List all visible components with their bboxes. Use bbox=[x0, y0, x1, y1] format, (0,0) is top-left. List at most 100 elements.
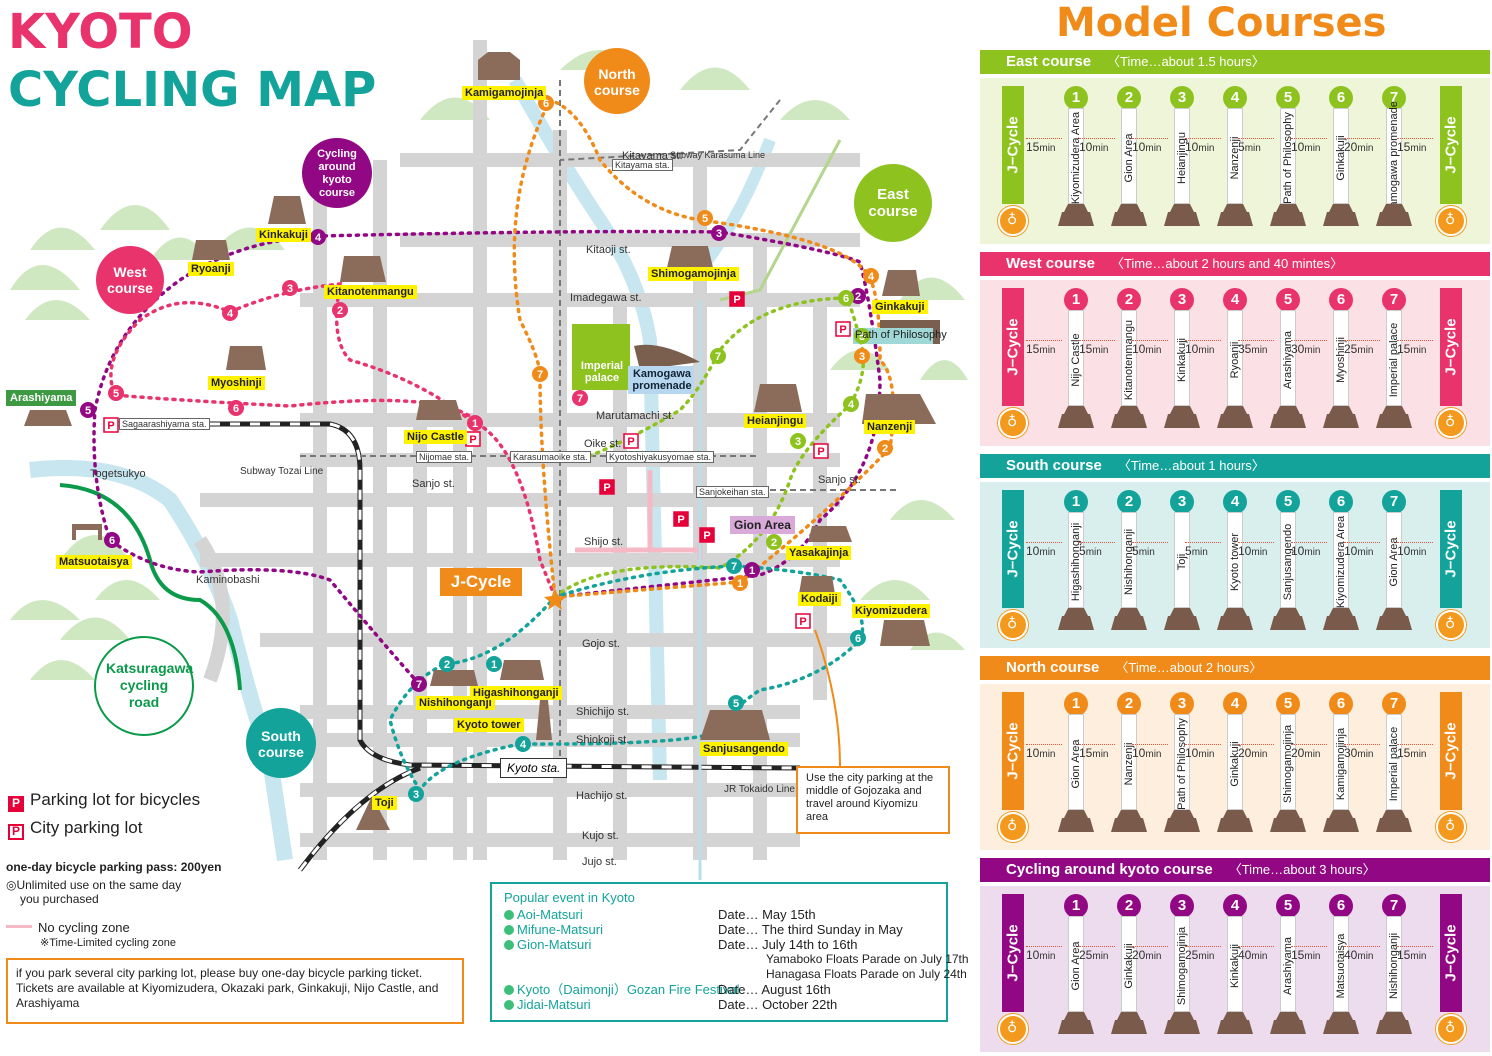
route-stop-marker[interactable] bbox=[282, 280, 298, 296]
route-stop-marker[interactable] bbox=[80, 402, 96, 418]
route-stop-marker[interactable] bbox=[486, 656, 502, 672]
route-stop-marker[interactable] bbox=[838, 290, 854, 306]
route-stop-marker[interactable] bbox=[732, 575, 748, 591]
bike-parking-marker[interactable] bbox=[699, 527, 715, 543]
bike-parking-marker[interactable] bbox=[673, 511, 689, 527]
station-kyoto[interactable]: Kyoto sta. bbox=[500, 758, 568, 778]
place-kinkakuji[interactable]: Kinkakuji bbox=[256, 228, 311, 242]
city-parking-marker[interactable] bbox=[813, 443, 829, 459]
place-shimogamojinja[interactable]: Shimogamojinja bbox=[648, 267, 739, 281]
route-stop-marker[interactable] bbox=[726, 558, 742, 574]
station-sagaarashiyama[interactable]: Sagaarashiyama sta. bbox=[119, 418, 210, 430]
route-stop-marker[interactable] bbox=[572, 390, 588, 406]
route-stop-marker[interactable] bbox=[854, 348, 870, 364]
route-stop-marker[interactable] bbox=[411, 676, 427, 692]
route-stop-marker[interactable] bbox=[108, 385, 124, 401]
route-stop-marker[interactable] bbox=[863, 268, 879, 284]
course-card[interactable]: South course〈Time…about 1 hours〉J−CycleJ… bbox=[980, 454, 1490, 650]
place-kamigamojinja[interactable]: Kamigamojinja bbox=[462, 86, 547, 100]
route-stop-marker[interactable] bbox=[728, 695, 744, 711]
route-stop-marker[interactable] bbox=[711, 225, 727, 241]
katsuragawa-road-bubble[interactable]: Katsuragawa cycling road bbox=[94, 636, 194, 736]
place-kiyomizudera[interactable]: Kiyomizudera bbox=[852, 604, 931, 618]
city-parking-marker[interactable] bbox=[623, 433, 639, 449]
place-arashiyama[interactable]: Arashiyama bbox=[6, 390, 77, 406]
route-stop-marker[interactable] bbox=[439, 656, 455, 672]
route-stop-marker[interactable] bbox=[228, 400, 244, 416]
route-stop-marker[interactable] bbox=[854, 328, 870, 344]
route-stop-marker[interactable] bbox=[877, 440, 893, 456]
station-kitayama[interactable]: Kitayama sta. bbox=[612, 159, 673, 171]
east-course-bubble[interactable]: East course bbox=[854, 164, 932, 242]
place-j-cycle[interactable]: J-Cycle bbox=[440, 568, 522, 596]
route-stop-marker[interactable] bbox=[850, 630, 866, 646]
place-heianjingu[interactable]: Heianjingu bbox=[744, 414, 807, 428]
place-yasakajinja[interactable]: Yasakajinja bbox=[786, 546, 852, 560]
north-course-bubble[interactable]: North course bbox=[584, 48, 650, 114]
course-card[interactable]: West course〈Time…about 2 hours and 40 mi… bbox=[980, 252, 1490, 448]
place-matsuotaisya[interactable]: Matsuotaisya bbox=[56, 555, 132, 569]
place-toji[interactable]: Toji bbox=[372, 796, 397, 810]
route-stop-marker[interactable] bbox=[697, 210, 713, 226]
place-path-of-philosophy[interactable]: Path of Philosophy bbox=[855, 329, 947, 341]
course-card[interactable]: Cycling around kyoto course〈Time…about 3… bbox=[980, 858, 1490, 1054]
bike-parking-marker[interactable] bbox=[599, 479, 615, 495]
place-sanjusangendo[interactable]: Sanjusangendo bbox=[700, 742, 788, 756]
route-stop-marker[interactable] bbox=[710, 348, 726, 364]
station-karasumaoike[interactable]: Karasumaoike sta. bbox=[510, 451, 591, 463]
route-stop-marker[interactable] bbox=[310, 229, 326, 245]
course-card[interactable]: North course〈Time…about 2 hours〉J−CycleJ… bbox=[980, 656, 1490, 852]
route-stop-marker[interactable] bbox=[515, 736, 531, 752]
place-ginkakuji[interactable]: Ginkakuji bbox=[872, 300, 928, 314]
route-stop-marker[interactable] bbox=[850, 288, 866, 304]
place-nanzenji[interactable]: Nanzenji bbox=[864, 420, 916, 434]
city-parking-marker[interactable] bbox=[835, 321, 851, 337]
station-sanjokeihan[interactable]: Sanjokeihan sta. bbox=[696, 486, 769, 498]
place-myoshinji[interactable]: Myoshinji bbox=[208, 376, 265, 390]
route-stop-marker[interactable] bbox=[467, 415, 483, 431]
around-course-bubble[interactable]: Cycling around kyoto course bbox=[302, 138, 372, 208]
west-course-bubble[interactable]: West course bbox=[96, 246, 164, 314]
route-stop-marker[interactable] bbox=[532, 366, 548, 382]
station-kyotoshiyakusyomae[interactable]: Kyotoshiyakusyomae sta. bbox=[606, 451, 715, 463]
route-stop-marker[interactable] bbox=[843, 396, 859, 412]
route-stop-marker[interactable] bbox=[766, 534, 782, 550]
place-kyoto-tower[interactable]: Kyoto tower bbox=[454, 718, 524, 732]
place-kamogawa-promenade[interactable]: Kamogawa promenade bbox=[632, 368, 692, 392]
place-gion-area[interactable]: Gion Area bbox=[730, 516, 795, 534]
course-card[interactable]: East course〈Time…about 1.5 hours〉J−Cycle… bbox=[980, 50, 1490, 246]
place-imperial-palace[interactable]: Imperial palace bbox=[580, 360, 624, 384]
